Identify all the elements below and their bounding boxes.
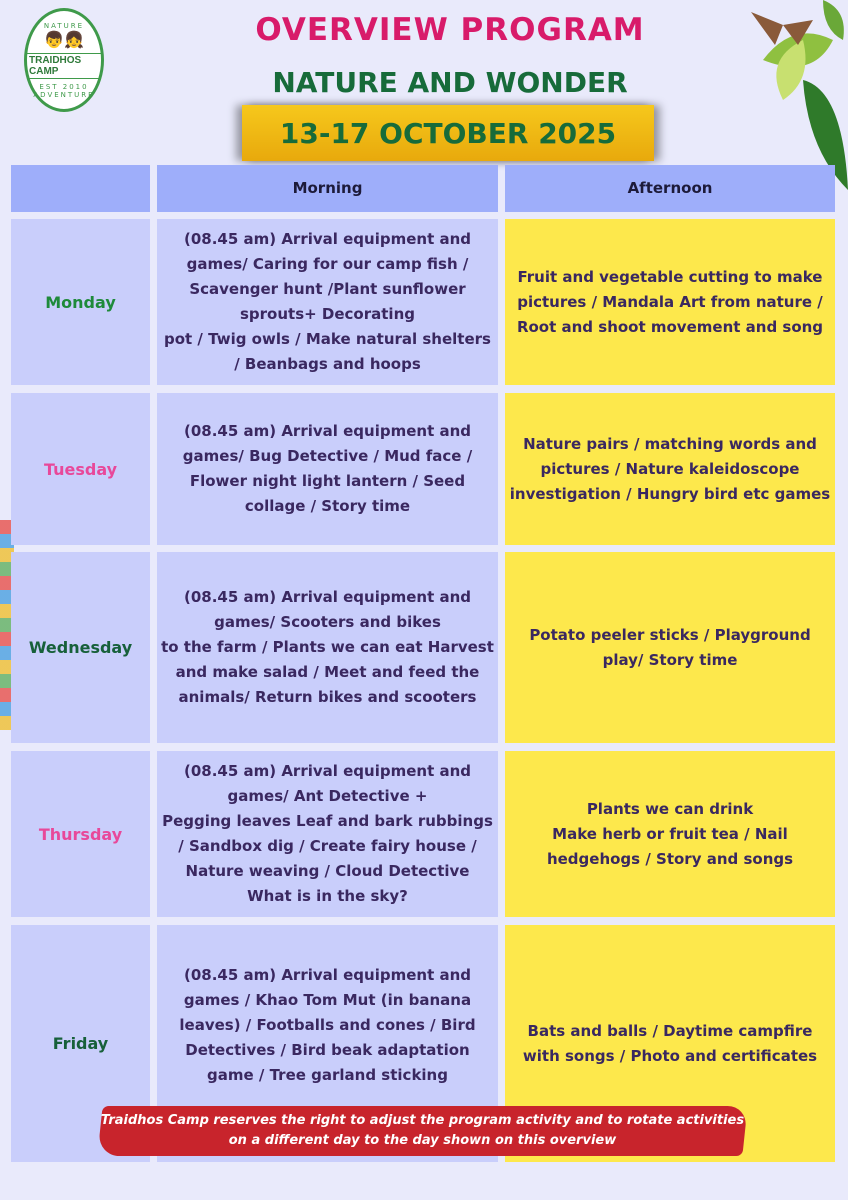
day-thursday: Thursday xyxy=(11,751,150,917)
monday-afternoon: Fruit and vegetable cutting to make pict… xyxy=(505,219,835,385)
tuesday-afternoon: Nature pairs / matching words and pictur… xyxy=(505,393,835,545)
traidhos-camp-logo: NATURE 👦👧 TRAIDHOS CAMP EST 2010 ADVENTU… xyxy=(24,8,104,112)
page-subtitle: NATURE AND WONDER xyxy=(272,66,628,99)
day-wednesday: Wednesday xyxy=(11,552,150,743)
header-blank xyxy=(11,165,150,212)
date-banner: 13-17 OCTOBER 2025 xyxy=(242,105,654,161)
thursday-afternoon: Plants we can drink Make herb or fruit t… xyxy=(505,751,835,917)
disclaimer-text: Traidhos Camp reserves the right to adju… xyxy=(100,1113,745,1148)
leaf-butterfly-decoration-icon xyxy=(751,0,848,190)
day-tuesday: Tuesday xyxy=(11,393,150,545)
logo-top-text: NATURE xyxy=(43,21,85,30)
monday-morning: (08.45 am) Arrival equipment and games/ … xyxy=(157,219,498,385)
header-afternoon: Afternoon xyxy=(505,165,835,212)
tuesday-morning: (08.45 am) Arrival equipment and games/ … xyxy=(157,393,498,545)
logo-est: EST 2010 xyxy=(39,82,89,91)
date-range: 13-17 OCTOBER 2025 xyxy=(279,116,617,150)
page-title: OVERVIEW PROGRAM xyxy=(255,12,645,48)
colored-pencils-decoration xyxy=(0,520,14,730)
thursday-morning: (08.45 am) Arrival equipment and games/ … xyxy=(157,751,498,917)
wednesday-afternoon: Potato peeler sticks / Playground play/ … xyxy=(505,552,835,743)
kids-icon: 👦👧 xyxy=(44,29,84,49)
wednesday-morning: (08.45 am) Arrival equipment and games/ … xyxy=(157,552,498,743)
logo-name: TRAIDHOS CAMP xyxy=(27,52,101,79)
header-morning: Morning xyxy=(157,165,498,212)
logo-bottom-text: ADVENTURE xyxy=(33,90,95,99)
day-monday: Monday xyxy=(11,219,150,385)
